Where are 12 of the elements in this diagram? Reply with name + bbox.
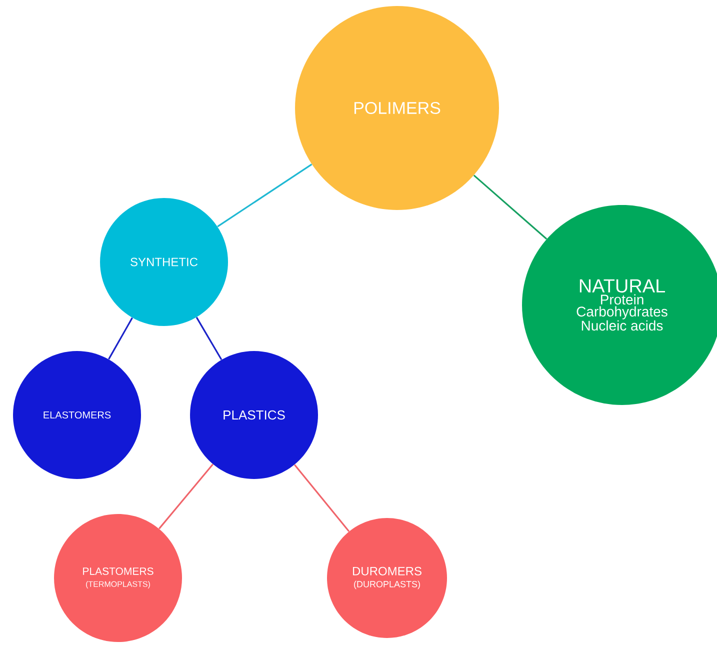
- circle-node: POLIMERS: [295, 6, 499, 210]
- connector-line: [217, 164, 312, 228]
- circle-node: ELASTOMERS: [13, 351, 141, 479]
- circle-node: PLASTICS: [190, 351, 318, 479]
- circle-node: DUROMERS (DUROPLASTS): [327, 518, 447, 638]
- circle-node: PLASTOMERS (TERMOPLASTS): [54, 514, 182, 642]
- connector-line: [196, 316, 222, 360]
- circle-node: SYNTHETIC: [100, 198, 228, 326]
- connector-line: [294, 464, 350, 532]
- connector-line: [473, 174, 548, 240]
- connector-line: [108, 317, 133, 360]
- connector-line: [158, 464, 214, 530]
